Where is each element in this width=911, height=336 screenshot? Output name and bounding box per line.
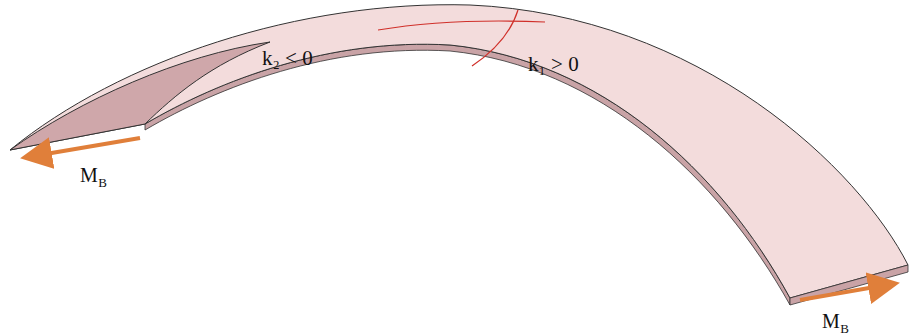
curvature-line	[472, 10, 518, 66]
moment-subscript: B	[98, 176, 107, 189]
plate-underside	[10, 42, 270, 150]
curvature-line	[378, 21, 545, 30]
moment-arrow	[28, 138, 140, 157]
plate-end	[790, 265, 908, 305]
moment-label: M	[80, 165, 98, 185]
plate-surface	[10, 5, 908, 298]
curvature-label: k₁ > 0	[528, 54, 579, 75]
curvature-label: k₂ < 0	[262, 48, 313, 69]
moment-arrow	[800, 284, 892, 300]
moment-subscript: B	[840, 322, 849, 335]
moment-label: M	[822, 311, 840, 331]
